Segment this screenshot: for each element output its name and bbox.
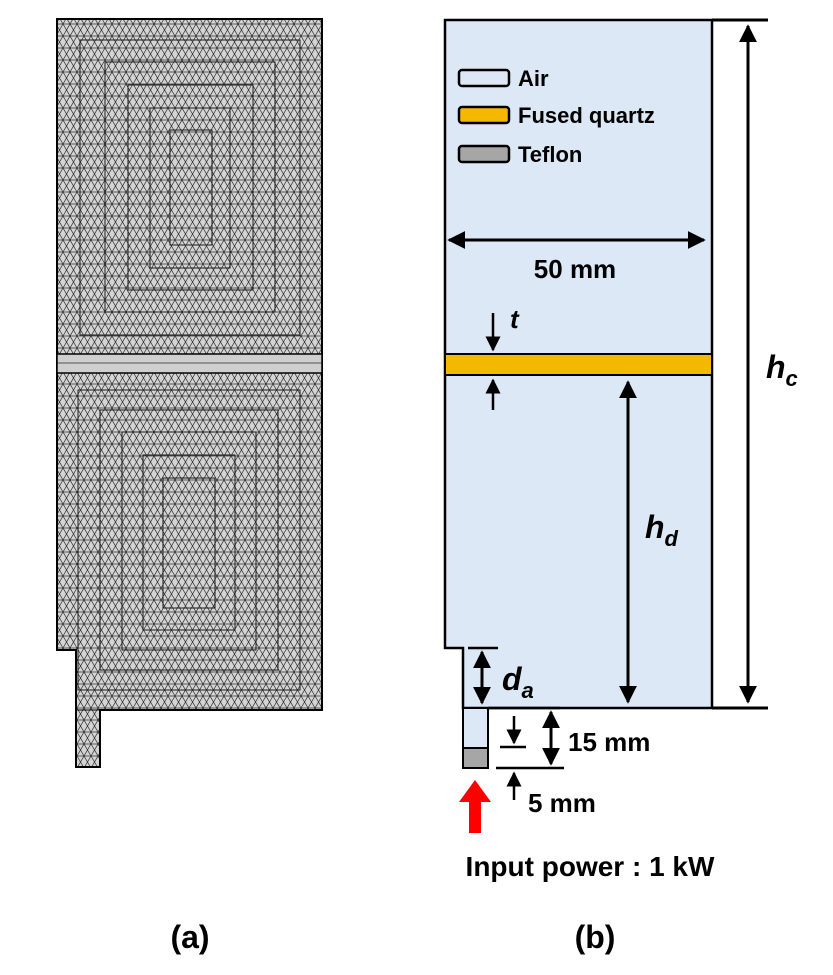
mesh-contours-upper — [79, 39, 301, 336]
input-power-arrow — [459, 780, 491, 833]
mesh-contours-lower — [77, 389, 301, 691]
mesh-panel: (a) — [56, 18, 323, 955]
cavity-height-label: hc — [766, 349, 798, 391]
input-power-label: Input power : 1 kW — [466, 851, 715, 882]
legend-label-air: Air — [518, 66, 549, 91]
mesh-quartz-layer — [56, 353, 323, 374]
dielectric-height-label: hd — [645, 509, 679, 551]
mesh-domain — [56, 18, 323, 768]
fused-quartz-plate — [444, 353, 713, 376]
teflon-length-label: 5 mm — [528, 788, 596, 818]
feed-length-label: 15 mm — [568, 727, 650, 757]
legend-label-teflon: Teflon — [518, 142, 582, 167]
thickness-label: t — [510, 304, 520, 334]
antenna-depth-label: da — [502, 661, 534, 703]
legend-swatch-quartz — [457, 105, 511, 125]
legend-swatch-teflon — [457, 144, 511, 164]
legend-swatch-air — [457, 68, 511, 88]
teflon-insert — [462, 747, 489, 769]
legend-label-quartz: Fused quartz — [518, 103, 655, 128]
panel-a-caption: (a) — [170, 919, 209, 955]
width-label: 50 mm — [534, 254, 616, 284]
legend: Air Fused quartz Teflon — [457, 66, 655, 167]
panel-b-caption: (b) — [575, 919, 616, 955]
schematic-panel: Air Fused quartz Teflon 50 mm t hc hd da… — [443, 18, 798, 955]
